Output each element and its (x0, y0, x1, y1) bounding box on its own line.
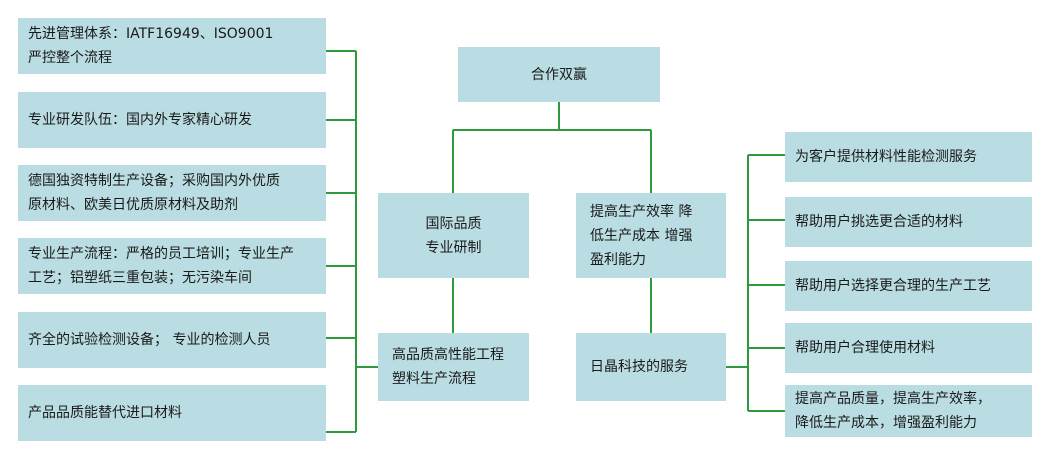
left-item-2: 专业研发队伍：国内外专家精心研发 (18, 92, 326, 148)
right-branch-sub-label: 日晶科技的服务 (590, 359, 688, 375)
left-item-4-label: 专业生产流程：严格的员工培训；专业生产 工艺；铝塑纸三重包装；无污染车间 (28, 246, 294, 286)
right-item-4-label: 帮助用户合理使用材料 (795, 340, 935, 356)
right-branch-title-node: 提高生产效率 降 低生产成本 增强 盈利能力 (576, 193, 726, 278)
left-branch-title-node: 国际品质 专业研制 (378, 193, 529, 278)
left-item-3-label: 德国独资特制生产设备；采购国内外优质 原材料、欧美日优质原材料及助剂 (28, 173, 280, 213)
right-item-1-label: 为客户提供材料性能检测服务 (795, 149, 977, 165)
right-item-2: 帮助用户挑选更合适的材料 (785, 197, 1032, 247)
right-branch-title-label: 提高生产效率 降 低生产成本 增强 盈利能力 (590, 203, 693, 268)
left-item-1-label: 先进管理体系：IATF16949、ISO9001 严控整个流程 (28, 26, 274, 66)
left-item-4: 专业生产流程：严格的员工培训；专业生产 工艺；铝塑纸三重包装；无污染车间 (18, 238, 326, 294)
right-item-1: 为客户提供材料性能检测服务 (785, 132, 1032, 182)
right-item-3: 帮助用户选择更合理的生产工艺 (785, 261, 1032, 311)
left-item-5: 齐全的试验检测设备； 专业的检测人员 (18, 312, 326, 368)
right-item-4: 帮助用户合理使用材料 (785, 323, 1032, 373)
left-branch-title-label: 国际品质 专业研制 (425, 215, 482, 256)
right-item-3-label: 帮助用户选择更合理的生产工艺 (795, 278, 991, 294)
left-branch-sub-label: 高品质高性能工程 塑料生产流程 (392, 347, 504, 387)
right-branch-sub-node: 日晶科技的服务 (576, 333, 726, 401)
left-branch-sub-node: 高品质高性能工程 塑料生产流程 (378, 333, 529, 401)
right-item-5: 提高产品质量，提高生产效率， 降低生产成本，增强盈利能力 (785, 385, 1032, 437)
right-item-2-label: 帮助用户挑选更合适的材料 (795, 214, 963, 230)
left-item-2-label: 专业研发队伍：国内外专家精心研发 (28, 112, 252, 128)
left-item-1: 先进管理体系：IATF16949、ISO9001 严控整个流程 (18, 18, 326, 74)
left-item-3: 德国独资特制生产设备；采购国内外优质 原材料、欧美日优质原材料及助剂 (18, 165, 326, 221)
top-node: 合作双赢 (458, 47, 660, 102)
right-item-5-label: 提高产品质量，提高生产效率， 降低生产成本，增强盈利能力 (795, 391, 991, 431)
left-item-5-label: 齐全的试验检测设备； 专业的检测人员 (28, 332, 271, 348)
left-item-6: 产品品质能替代进口材料 (18, 385, 326, 441)
left-item-6-label: 产品品质能替代进口材料 (28, 405, 182, 421)
top-node-label: 合作双赢 (531, 66, 587, 83)
